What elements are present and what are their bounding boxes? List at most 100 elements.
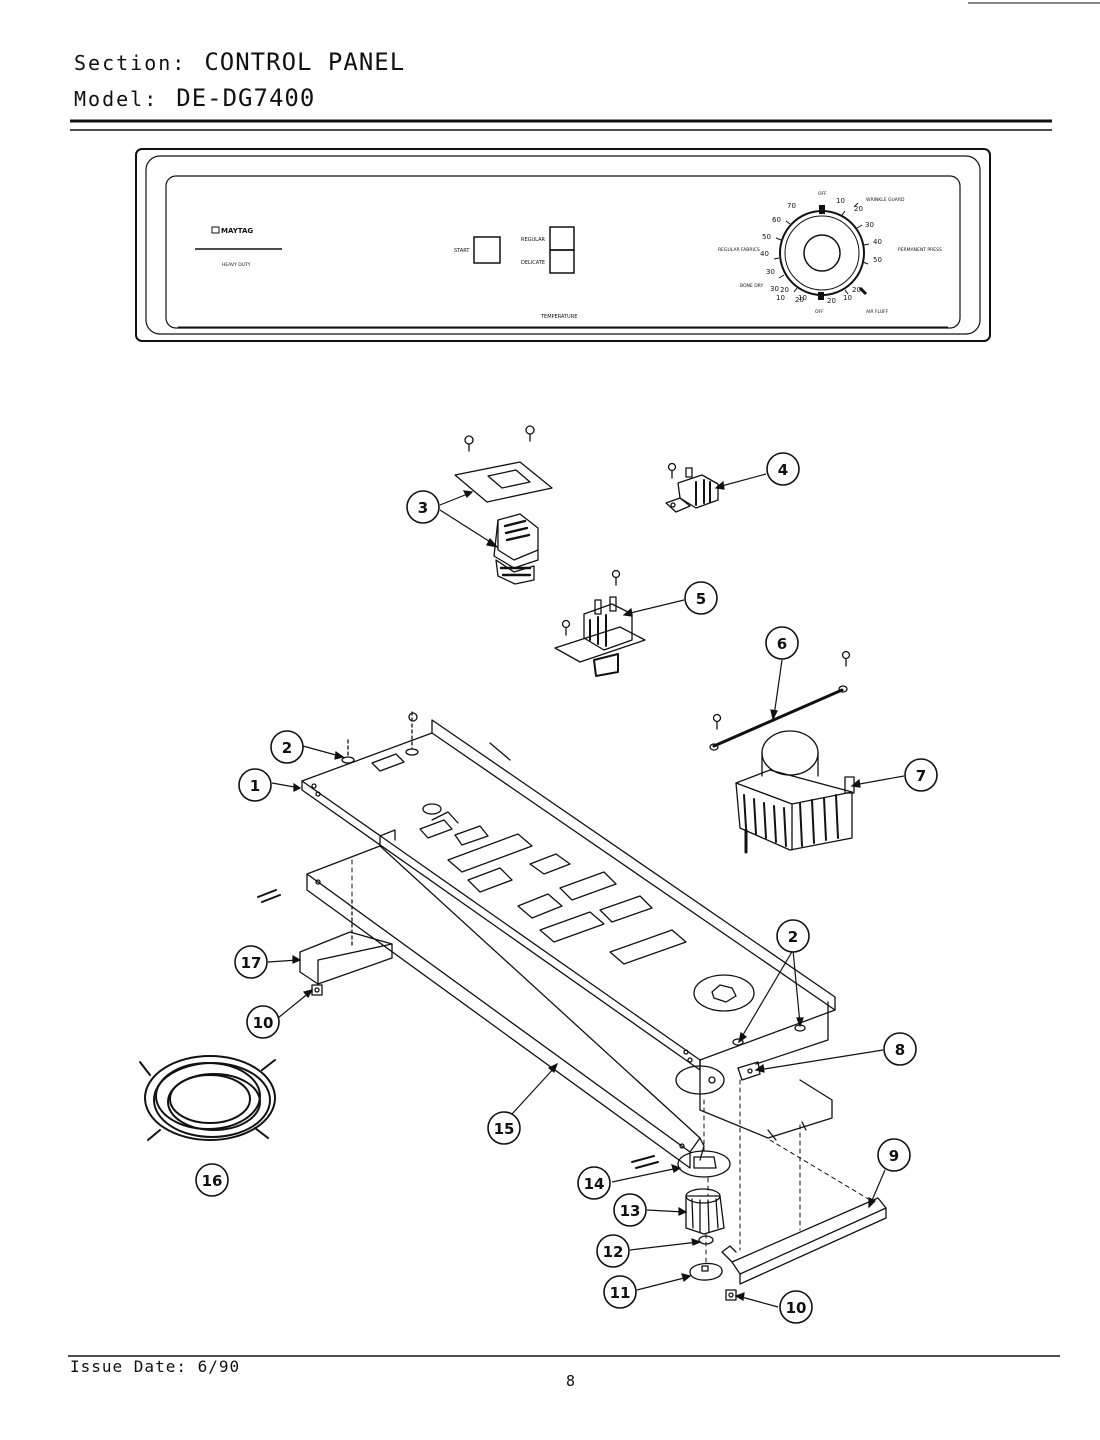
- callout-number: 10: [253, 1014, 274, 1032]
- screw-icon: [712, 713, 722, 730]
- callout-number: 5: [696, 590, 706, 608]
- callout-number: 9: [889, 1147, 899, 1165]
- dial-labels: OFF WRINKLE GUARD REGULAR FABRICS PERMAN…: [718, 191, 942, 315]
- screw-icon: [464, 435, 474, 452]
- start-button[interactable]: [473, 236, 501, 264]
- clip: [311, 984, 323, 996]
- callout-9: 9: [877, 1138, 911, 1172]
- callout-number: 13: [620, 1202, 641, 1220]
- dial-number: 40: [760, 250, 769, 258]
- callout-11: 11: [603, 1275, 637, 1309]
- dial-number: 20: [852, 286, 861, 294]
- heavy-duty-label: HEAVY DUTY: [222, 262, 251, 268]
- signal-switch: [665, 462, 719, 513]
- dial-number: 10: [798, 294, 807, 302]
- callout-number: 12: [603, 1243, 624, 1261]
- callout-1: 1: [238, 768, 272, 802]
- wrinkle-guard-label: WRINKLE GUARD: [866, 197, 905, 203]
- dial-number: 30: [865, 221, 874, 229]
- dial-number: 60: [772, 216, 781, 224]
- dial-number: 10: [843, 294, 852, 302]
- dial-number: 20: [854, 205, 863, 213]
- callout-7: 7: [904, 758, 938, 792]
- dial-number: 20: [780, 286, 789, 294]
- callout-3: 3: [406, 490, 440, 524]
- regular-label: REGULAR: [521, 237, 545, 243]
- callout-5: 5: [684, 581, 718, 615]
- alignment-lines: [351, 859, 871, 1263]
- air-fluff-label: AIR FLUFF: [866, 309, 889, 315]
- dial-number: 70: [787, 202, 796, 210]
- callout-number: 3: [418, 499, 428, 517]
- section-line: Section:CONTROL PANEL: [74, 48, 405, 76]
- callout-14: 14: [577, 1166, 611, 1200]
- callout-number: 1: [250, 777, 260, 795]
- callout-number: 11: [610, 1284, 631, 1302]
- temperature-switch-assembly: [454, 461, 553, 585]
- callout-number: 15: [494, 1120, 515, 1138]
- screw-icon: [611, 569, 621, 586]
- callout-2: 2: [776, 919, 810, 953]
- model-number: DE-DG7400: [176, 84, 316, 112]
- permanent-press-label: PERMANENT PRESS: [898, 247, 942, 253]
- dial-number: 20: [827, 297, 836, 305]
- timer-dial[interactable]: [779, 202, 868, 300]
- retainer-clip: [737, 1061, 761, 1081]
- callout-number: 17: [241, 954, 262, 972]
- dial-number: 40: [873, 238, 882, 246]
- callout-10: 10: [779, 1290, 813, 1324]
- callout-number: 16: [202, 1172, 223, 1190]
- dial-number: 30: [770, 285, 779, 293]
- jumper-wire: [709, 650, 851, 751]
- control-panel-housing: [301, 711, 836, 1071]
- mounting-bracket: [299, 899, 393, 985]
- dial-number: 20: [795, 296, 804, 304]
- temperature-label: TEMPERATURE: [540, 314, 577, 320]
- screw-icon: [257, 889, 281, 903]
- wire-harness: [139, 1055, 276, 1141]
- screw-icon: [841, 650, 851, 667]
- issue-date: Issue Date: 6/90: [70, 1357, 241, 1376]
- callout-17: 17: [234, 945, 268, 979]
- dial-ticks: [773, 210, 870, 295]
- section-title: CONTROL PANEL: [204, 48, 406, 76]
- callout-13: 13: [613, 1193, 647, 1227]
- callouts: 1 2 2 3 4 5 6 7 8 9 10 10 11 12 13 14 15…: [195, 452, 938, 1324]
- callout-number: 6: [777, 635, 787, 653]
- dial-number: 10: [776, 294, 785, 302]
- callout-2: 2: [270, 730, 304, 764]
- callout-number: 8: [895, 1041, 905, 1059]
- callout-number: 4: [778, 461, 788, 479]
- knob-skirt: [631, 1150, 731, 1178]
- brand-logo: MAYTAG: [211, 226, 253, 235]
- delicate-label: DELICATE: [521, 260, 545, 266]
- regular-button[interactable]: [549, 226, 575, 251]
- push-to-start-switch: [554, 569, 646, 677]
- dial-numbers: 70 60 50 40 30 20 10 20 30 40 50 10 20 3…: [760, 197, 882, 305]
- screw-icon: [667, 462, 677, 479]
- timer-motor: [735, 730, 855, 854]
- knob-insert: [689, 1262, 723, 1281]
- end-cap: [721, 1197, 887, 1285]
- page-number: 8: [566, 1372, 576, 1390]
- dial-number: 30: [766, 268, 775, 276]
- screw-icon: [561, 619, 571, 636]
- regular-fabrics-label: REGULAR FABRICS: [718, 247, 760, 253]
- front-panel-bracket: [306, 829, 705, 1169]
- callout-number: 2: [788, 928, 798, 946]
- dial-number: 10: [836, 197, 845, 205]
- callout-number: 2: [282, 739, 292, 757]
- brand-text: MAYTAG: [221, 227, 253, 235]
- callout-15: 15: [487, 1111, 521, 1145]
- dial-off-bottom-label: OFF: [815, 309, 824, 315]
- off-label: OFF: [818, 191, 827, 197]
- leader-lines: [267, 473, 905, 1308]
- screw-icon: [525, 425, 535, 442]
- delicate-button[interactable]: [549, 249, 575, 274]
- callout-4: 4: [766, 452, 800, 486]
- start-label: START: [454, 248, 470, 254]
- callout-10: 10: [246, 1005, 280, 1039]
- dial-number: 50: [873, 256, 882, 264]
- model-label: Model:: [74, 87, 159, 111]
